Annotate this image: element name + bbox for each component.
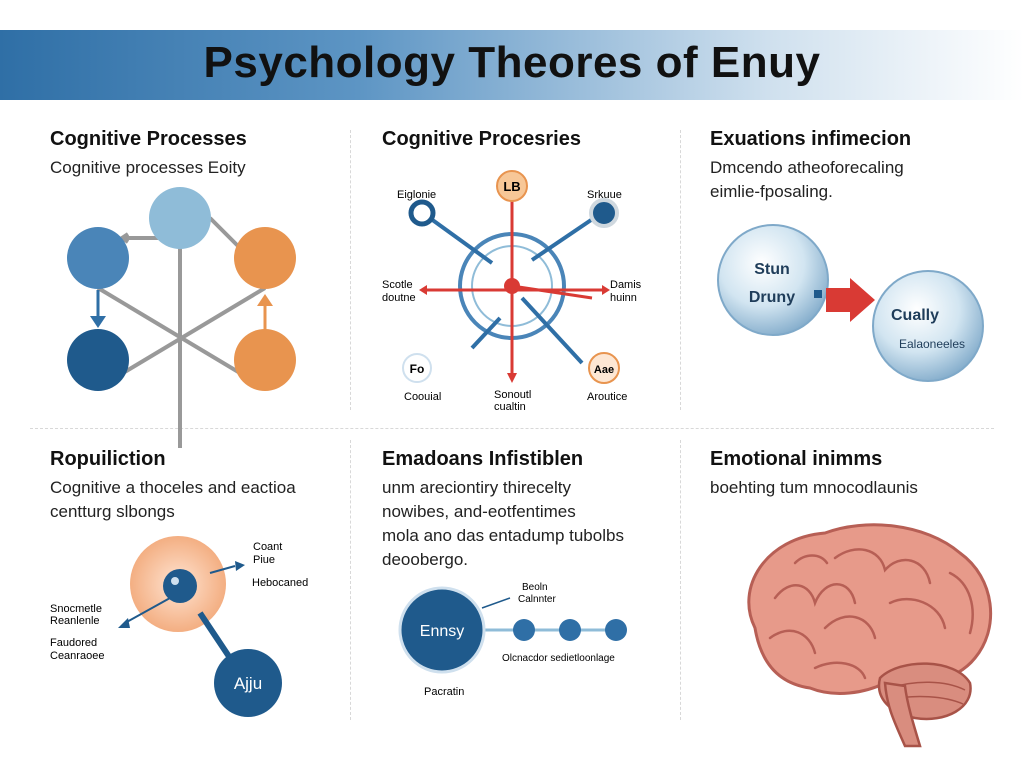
sphere-right-label-1: Cually bbox=[891, 307, 939, 324]
panel-title: Ropuiliction bbox=[50, 448, 166, 470]
node-bottom-left-label: Fo bbox=[410, 362, 425, 376]
label-bottom-left: Coouial bbox=[404, 391, 441, 403]
chain-node bbox=[559, 619, 581, 641]
node-top-right bbox=[589, 198, 619, 228]
panel-title: Emadoans Infistiblen bbox=[382, 448, 584, 470]
sphere-right-label-2: Ealaoneeles bbox=[899, 337, 965, 351]
node-ajju-label: Ajju bbox=[234, 674, 262, 693]
title-banner bbox=[0, 30, 1024, 100]
panel-cognitive-procesries: Cognitive Procesries LB Fo Aae Eiglonie … bbox=[382, 128, 712, 428]
node-top-label: LB bbox=[503, 179, 520, 194]
panel-emadoans: Emadoans Infistiblen unm areciontiry thi… bbox=[382, 448, 712, 748]
node-orange bbox=[234, 227, 296, 289]
sphere-right bbox=[872, 270, 984, 382]
node-light-blue bbox=[149, 187, 211, 249]
label-bottom: Pacratin bbox=[424, 686, 464, 698]
network-diagram bbox=[67, 187, 296, 448]
page-title: Psychology Theores of Enuy bbox=[203, 38, 821, 87]
panel-emotional: Emotional inimms boehting tum mnocodlaun… bbox=[710, 448, 1024, 748]
panel-ropuiliction: Ropuiliction Cognitive a thoceles and ea… bbox=[50, 448, 380, 748]
panel-title: Cognitive Processes bbox=[50, 128, 247, 150]
label-top-right: Srkuue bbox=[587, 189, 622, 201]
node-top bbox=[496, 170, 528, 202]
node-bottom-left bbox=[402, 353, 432, 383]
node-bottom-right-label: Aae bbox=[594, 364, 614, 376]
node-ennsy-label: Ennsy bbox=[420, 623, 464, 640]
node-bottom-right bbox=[588, 352, 620, 384]
node-ennsy bbox=[398, 586, 486, 674]
label-mid-right: Hebocaned bbox=[252, 577, 308, 589]
brain-stem bbox=[883, 681, 922, 748]
divider bbox=[350, 440, 351, 720]
label-top-left: Eiglonie bbox=[397, 189, 436, 201]
panel-title: Exuations infimecion bbox=[710, 128, 912, 150]
chain-node bbox=[605, 619, 627, 641]
divider bbox=[350, 130, 351, 410]
panel-exuations: Exuations infimecion Dmcendo atheoforeca… bbox=[710, 128, 1024, 428]
panel-subtitle: Dmcendo atheoforecaling eimlie-fposaling… bbox=[710, 158, 904, 201]
arrow-right bbox=[826, 278, 875, 322]
node-dark-blue bbox=[67, 329, 129, 391]
chain-node bbox=[513, 619, 535, 641]
node-orange bbox=[234, 329, 296, 391]
label-right: Olcnacdor sedietloonlage bbox=[502, 653, 615, 664]
panel-subtitle: Cognitive a thoceles and eactioa centtur… bbox=[50, 478, 296, 521]
panel-title: Cognitive Procesries bbox=[382, 128, 581, 150]
brain-illustration bbox=[747, 523, 993, 748]
panel-subtitle: boehting tum mnocodlaunis bbox=[710, 478, 918, 497]
panel-subtitle: unm areciontiry thirecelty nowibes, and-… bbox=[382, 478, 624, 569]
divider bbox=[680, 440, 681, 720]
panel-subtitle: Cognitive processes Eoity bbox=[50, 158, 246, 177]
panel-cognitive-processes: Cognitive Processes Cognitive processes … bbox=[50, 128, 380, 448]
sphere-left bbox=[717, 224, 829, 336]
divider bbox=[680, 130, 681, 410]
sphere-left-label-2: Druny bbox=[749, 289, 795, 306]
divider bbox=[30, 428, 994, 429]
sphere-diagram: Stun Druny Cually Ealaoneeles bbox=[717, 224, 984, 382]
node-blue bbox=[67, 227, 129, 289]
sphere-left-label-1: Stun bbox=[754, 261, 790, 278]
pupil bbox=[163, 569, 197, 603]
node-ajju bbox=[214, 649, 282, 717]
label-bottom-right: Aroutice bbox=[587, 391, 627, 403]
panel-title: Emotional inimms bbox=[710, 448, 883, 470]
node-top-left bbox=[408, 199, 436, 227]
